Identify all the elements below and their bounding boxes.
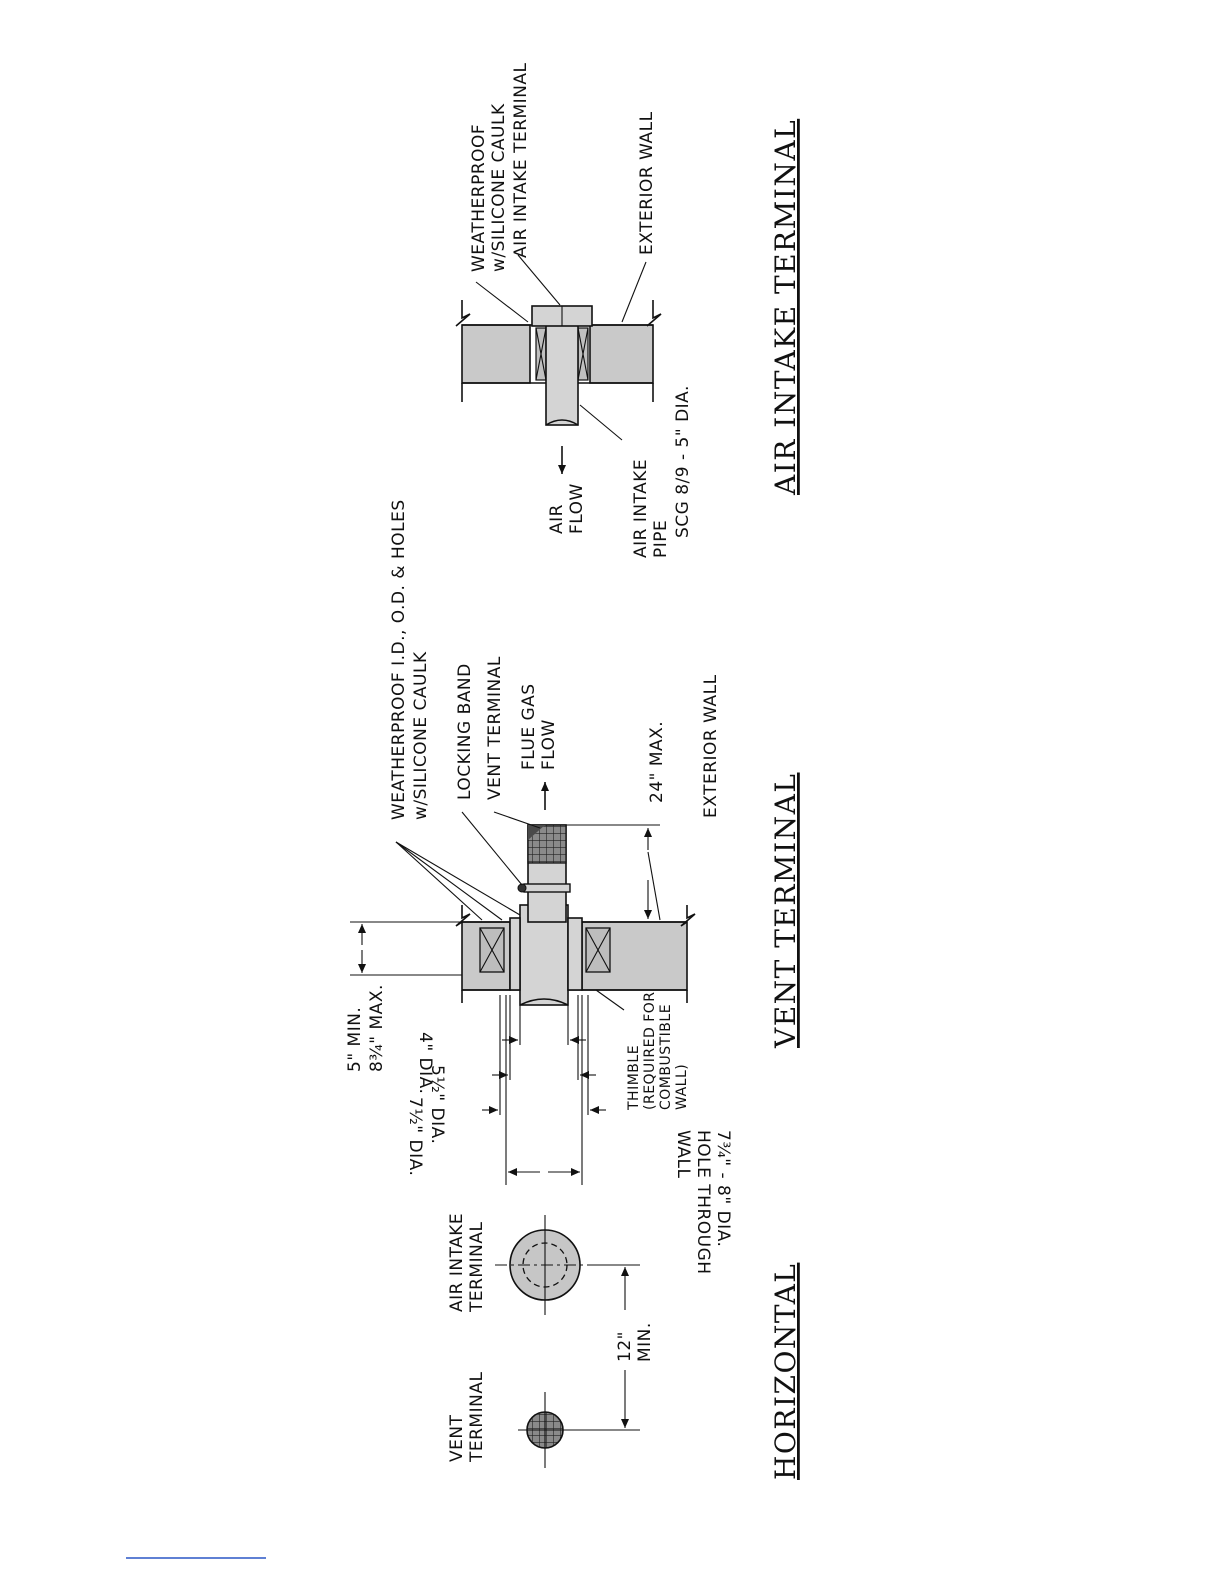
hole-label: 7¾" - 8" DIA. HOLE THROUGH WALL xyxy=(673,1130,733,1280)
intake-thimble-right xyxy=(577,327,589,381)
spacing-dimension xyxy=(560,1264,640,1431)
dia4-label: 4" DIA. xyxy=(415,1032,435,1094)
flue-gas-flow-label: FLUE GAS FLOW xyxy=(519,678,559,771)
max24-dimension xyxy=(566,824,660,919)
wall-thickness-dimension xyxy=(350,921,462,976)
air-flow-label: AIR FLOW xyxy=(547,483,587,534)
intake-wall-left xyxy=(461,324,531,384)
locking-band xyxy=(523,883,571,893)
vent-terminal-label: VENT TERMINAL xyxy=(485,656,505,800)
spacing-label: 12" MIN. xyxy=(615,1322,655,1362)
vent-terminal-title: VENT TERMINAL xyxy=(769,773,802,1049)
intake-terminal-label: AIR INTAKE TERMINAL xyxy=(511,62,531,258)
vent-leaders xyxy=(395,811,661,1011)
air-intake-title: AIR INTAKE TERMINAL xyxy=(769,119,802,496)
dia7-label: 7½" DIA. xyxy=(405,1097,425,1176)
horizontal-view: VENT TERMINAL AIR INTAKE TERMINAL 12" MI… xyxy=(447,1207,802,1480)
diameter-dimensions xyxy=(482,995,606,1185)
thimble-right xyxy=(585,927,611,973)
thimble-label: THIMBLE (REQUIRED FOR COMBUSTIBLE WALL) xyxy=(626,987,690,1112)
intake-exterior-wall-label: EXTERIOR WALL xyxy=(637,111,657,255)
intake-wall-right xyxy=(589,324,654,384)
wall-thickness-label: 5" MIN. 8¾" MAX. xyxy=(345,984,387,1072)
intake-pipe xyxy=(545,324,579,426)
air-intake-view: WEATHERPROOF w/SILICONE CAULK AIR INTAKE… xyxy=(455,62,802,558)
intake-thimble-left xyxy=(535,327,547,381)
intake-weatherproof-label: WEATHERPROOF w/SILICONE CAULK xyxy=(469,103,509,272)
thimble-left xyxy=(479,927,505,973)
locking-band-label: LOCKING BAND xyxy=(455,663,475,800)
h-air-intake-label: AIR INTAKE TERMINAL xyxy=(447,1207,487,1313)
vent-weatherproof-label: WEATHERPROOF I.D., O.D. & HOLES w/SILICO… xyxy=(389,493,431,820)
vent-terminal-view: WEATHERPROOF I.D., O.D. & HOLES w/SILICO… xyxy=(345,493,802,1280)
intake-leaders xyxy=(475,254,647,441)
air-intake-terminal-circle xyxy=(495,1215,595,1315)
dia5-label: 5½" DIA. xyxy=(427,1065,447,1144)
intake-pipe-label: AIR INTAKE PIPE SCG 8/9 - 5" DIA. xyxy=(631,385,693,558)
max24-label: 24" MAX. xyxy=(647,721,667,803)
h-vent-terminal-label: VENT TERMINAL xyxy=(447,1372,487,1463)
horizontal-title: HORIZONTAL xyxy=(769,1263,802,1480)
vent-exterior-wall-label: EXTERIOR WALL xyxy=(701,674,721,818)
